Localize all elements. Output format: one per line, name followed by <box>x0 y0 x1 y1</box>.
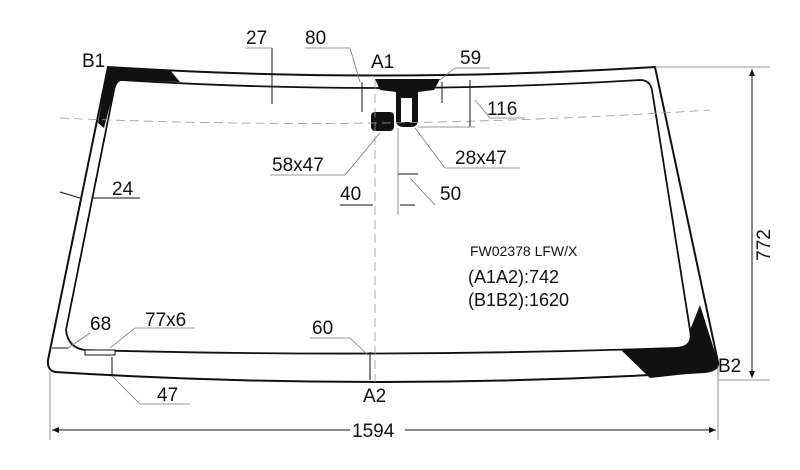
bracket-window <box>401 98 412 122</box>
dim-59-label: 59 <box>460 48 481 69</box>
dim-width-label: 1594 <box>352 421 395 442</box>
dim-28x47-label: 28x47 <box>455 148 507 169</box>
dim-47-label: 47 <box>157 385 178 406</box>
a1a2-length: (A1A2):742 <box>468 267 559 287</box>
leader <box>409 177 436 206</box>
b1b2-length: (B1B2):1620 <box>468 290 569 310</box>
leader <box>414 127 446 169</box>
leader <box>349 47 361 83</box>
leader <box>439 67 456 81</box>
wiper-line <box>59 109 711 124</box>
dim-68-label: 68 <box>90 314 111 335</box>
dim-height-label: 772 <box>754 229 775 261</box>
point-a1-label: A1 <box>371 52 394 73</box>
leader <box>109 327 136 349</box>
dim-27-label: 27 <box>246 28 267 49</box>
dim-80-label: 80 <box>305 28 326 49</box>
ceramic-b2 <box>620 305 719 378</box>
dim-58x47-label: 58x47 <box>272 155 324 176</box>
point-b2-label: B2 <box>718 356 741 377</box>
part-code: FW02378 LFW/X <box>470 243 578 259</box>
leader <box>349 337 369 356</box>
dim-116-label: 116 <box>487 99 517 120</box>
dim-60-label: 60 <box>312 318 333 339</box>
leader <box>474 99 491 119</box>
point-a2-label: A2 <box>363 386 386 407</box>
leader <box>344 132 381 176</box>
ceramic-b1 <box>98 67 180 128</box>
dim-40-label: 40 <box>340 184 361 205</box>
dim-50-label: 50 <box>440 184 461 205</box>
vin-window <box>84 349 116 356</box>
point-b1-label: B1 <box>82 51 105 72</box>
dim-24-label: 24 <box>112 179 134 200</box>
dim-24-line <box>59 191 81 199</box>
leader <box>111 375 141 405</box>
leader <box>67 332 91 349</box>
sensor-patch <box>371 112 394 131</box>
dim-77x6-label: 77x6 <box>145 310 186 331</box>
